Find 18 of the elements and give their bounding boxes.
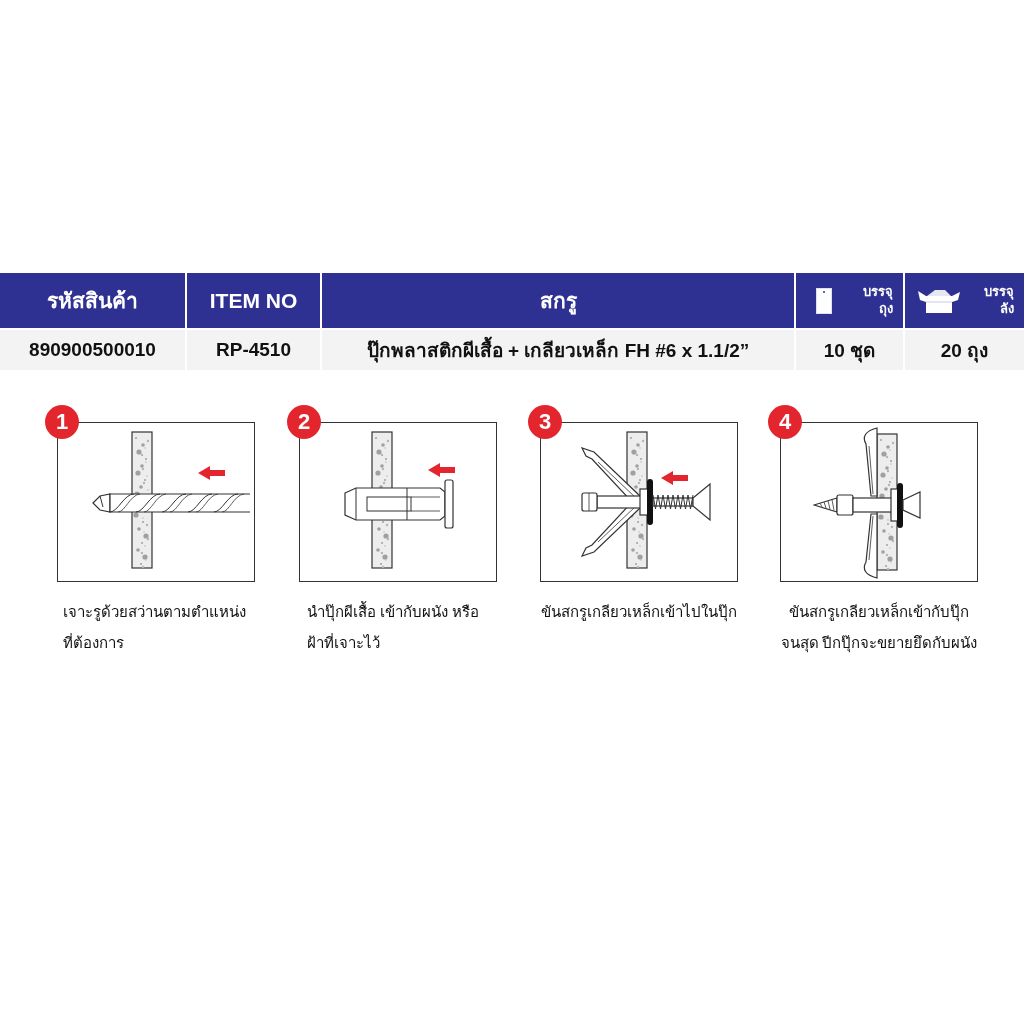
step-caption: ขันสกรูเกลียวเหล็กเข้าไปในปุ๊ก xyxy=(541,601,738,624)
item-number: RP-4510 xyxy=(187,330,320,370)
product-code: 890900500010 xyxy=(0,330,185,370)
step-number-badge: 1 xyxy=(45,405,79,439)
step-caption: ขันสกรูเกลียวเหล็กเข้ากับปุ๊กจนสุด ปีกปุ๊กจะขยายยึดกับผนัง xyxy=(780,601,978,655)
column-header: รหัสสินค้า xyxy=(0,273,185,328)
step-number-badge: 2 xyxy=(287,405,321,439)
header-label: บรรจุลัง xyxy=(983,283,1014,317)
product-description: ปุ๊กพลาสติกผีเสื้อ + เกลียวเหล็ก FH #6 x 1.1/2” xyxy=(322,330,794,370)
step-number-badge: 3 xyxy=(528,405,562,439)
column-header: สกรู xyxy=(322,273,794,328)
step-caption: เจาะรูด้วยสว่านตามตำแหน่งที่ต้องการ xyxy=(63,602,247,653)
header-label: บรรจุถุง xyxy=(862,283,893,317)
carton-quantity: 20 ถุง xyxy=(905,330,1024,370)
step-number-badge: 4 xyxy=(768,405,802,439)
column-header: ITEM NO xyxy=(187,273,320,328)
step-caption: นำปุ๊กผีเสื้อ เข้ากับผนัง หรือฝ้าที่เจาะไว้ xyxy=(307,600,481,653)
bag-quantity: 10 ชุด xyxy=(796,330,903,370)
